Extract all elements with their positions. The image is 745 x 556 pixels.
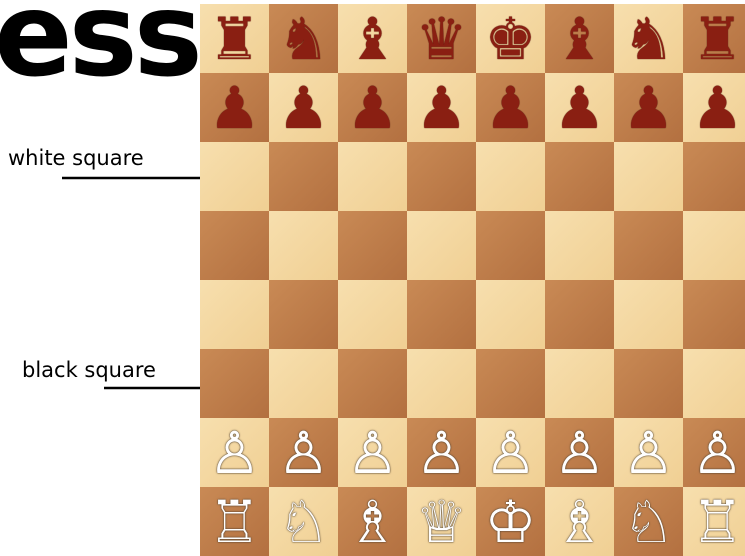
light-square[interactable] (407, 349, 476, 418)
black-knight-icon[interactable]: ♞ (623, 10, 675, 68)
black-pawn-icon[interactable]: ♟ (554, 79, 606, 137)
white-rook-icon[interactable]: ♖ (692, 493, 744, 551)
light-square[interactable]: ♘ (269, 487, 338, 556)
white-king-icon[interactable]: ♔ (485, 493, 537, 551)
dark-square[interactable] (683, 280, 745, 349)
white-rook-icon[interactable]: ♖ (209, 493, 261, 551)
dark-square[interactable]: ♜ (683, 4, 745, 73)
white-pawn-icon[interactable]: ♙ (209, 424, 261, 482)
dark-square[interactable] (476, 349, 545, 418)
black-rook-icon[interactable]: ♜ (692, 10, 744, 68)
black-bishop-icon[interactable]: ♝ (554, 10, 606, 68)
light-square[interactable] (545, 211, 614, 280)
dark-square[interactable]: ♔ (476, 487, 545, 556)
white-pawn-icon[interactable]: ♙ (278, 424, 330, 482)
white-pawn-icon[interactable]: ♙ (623, 424, 675, 482)
dark-square[interactable] (614, 349, 683, 418)
dark-square[interactable] (200, 211, 269, 280)
light-square[interactable] (614, 142, 683, 211)
dark-square[interactable] (338, 349, 407, 418)
light-square[interactable] (338, 142, 407, 211)
black-pawn-icon[interactable]: ♟ (278, 79, 330, 137)
dark-square[interactable]: ♝ (545, 4, 614, 73)
dark-square[interactable]: ♞ (269, 4, 338, 73)
light-square[interactable]: ♟ (545, 73, 614, 142)
light-square[interactable]: ♙ (476, 418, 545, 487)
white-bishop-icon[interactable]: ♗ (347, 493, 399, 551)
light-square[interactable]: ♟ (269, 73, 338, 142)
black-pawn-icon[interactable]: ♟ (416, 79, 468, 137)
dark-square[interactable] (683, 142, 745, 211)
light-square[interactable] (476, 280, 545, 349)
light-square[interactable]: ♟ (683, 73, 745, 142)
light-square[interactable]: ♙ (614, 418, 683, 487)
dark-square[interactable]: ♖ (200, 487, 269, 556)
light-square[interactable]: ♚ (476, 4, 545, 73)
black-rook-icon[interactable]: ♜ (209, 10, 261, 68)
white-queen-icon[interactable]: ♕ (416, 493, 468, 551)
dark-square[interactable] (269, 142, 338, 211)
light-square[interactable]: ♝ (338, 4, 407, 73)
white-pawn-icon[interactable]: ♙ (554, 424, 606, 482)
white-knight-icon[interactable]: ♘ (623, 493, 675, 551)
dark-square[interactable]: ♘ (614, 487, 683, 556)
dark-square[interactable] (407, 142, 476, 211)
black-pawn-icon[interactable]: ♟ (485, 79, 537, 137)
white-knight-icon[interactable]: ♘ (278, 493, 330, 551)
light-square[interactable] (407, 211, 476, 280)
dark-square[interactable] (545, 280, 614, 349)
dark-square[interactable]: ♟ (476, 73, 545, 142)
white-pawn-icon[interactable]: ♙ (416, 424, 468, 482)
light-square[interactable]: ♗ (545, 487, 614, 556)
dark-square[interactable]: ♙ (683, 418, 745, 487)
light-square[interactable] (683, 349, 745, 418)
black-pawn-icon[interactable]: ♟ (623, 79, 675, 137)
light-square[interactable]: ♙ (338, 418, 407, 487)
dark-square[interactable] (338, 211, 407, 280)
light-square[interactable] (476, 142, 545, 211)
light-square[interactable]: ♟ (407, 73, 476, 142)
black-pawn-icon[interactable]: ♟ (209, 79, 261, 137)
dark-square[interactable] (476, 211, 545, 280)
dark-square[interactable] (614, 211, 683, 280)
light-square[interactable] (614, 280, 683, 349)
page-title: ess (0, 0, 199, 94)
black-knight-icon[interactable]: ♞ (278, 10, 330, 68)
light-square[interactable]: ♕ (407, 487, 476, 556)
dark-square[interactable]: ♟ (200, 73, 269, 142)
dark-square[interactable] (269, 280, 338, 349)
dark-square[interactable]: ♟ (614, 73, 683, 142)
light-square[interactable]: ♞ (614, 4, 683, 73)
black-pawn-icon[interactable]: ♟ (347, 79, 399, 137)
white-bishop-icon[interactable]: ♗ (554, 493, 606, 551)
white-pawn-icon[interactable]: ♙ (485, 424, 537, 482)
light-square[interactable] (269, 211, 338, 280)
black-king-icon[interactable]: ♚ (485, 10, 537, 68)
dark-square[interactable]: ♙ (269, 418, 338, 487)
dark-square[interactable]: ♛ (407, 4, 476, 73)
light-square[interactable] (545, 349, 614, 418)
light-square[interactable] (200, 142, 269, 211)
white-pawn-icon[interactable]: ♙ (347, 424, 399, 482)
light-square[interactable]: ♜ (200, 4, 269, 73)
dark-square[interactable]: ♟ (338, 73, 407, 142)
white-square-label: white square (8, 146, 144, 170)
chess-board: ♜ ♞ ♝ ♛ ♚ ♝ ♞ ♜ ♟ ♟ ♟ ♟ ♟ ♟ ♟ ♟ ♙ ♙ ♙ ♙ ♙ ♙ ♙ ♙ ♖ ♘ ♗ ♕ ♔ ♗ ♘ ♖ (200, 4, 745, 556)
dark-square[interactable]: ♙ (407, 418, 476, 487)
dark-square[interactable] (200, 349, 269, 418)
light-square[interactable]: ♙ (200, 418, 269, 487)
light-square[interactable] (338, 280, 407, 349)
light-square[interactable] (200, 280, 269, 349)
dark-square[interactable] (407, 280, 476, 349)
dark-square[interactable]: ♗ (338, 487, 407, 556)
black-queen-icon[interactable]: ♛ (416, 10, 468, 68)
black-pawn-icon[interactable]: ♟ (692, 79, 744, 137)
light-square[interactable] (269, 349, 338, 418)
light-square[interactable] (683, 211, 745, 280)
dark-square[interactable]: ♙ (545, 418, 614, 487)
black-bishop-icon[interactable]: ♝ (347, 10, 399, 68)
dark-square[interactable] (545, 142, 614, 211)
light-square[interactable]: ♖ (683, 487, 745, 556)
white-pawn-icon[interactable]: ♙ (692, 424, 744, 482)
